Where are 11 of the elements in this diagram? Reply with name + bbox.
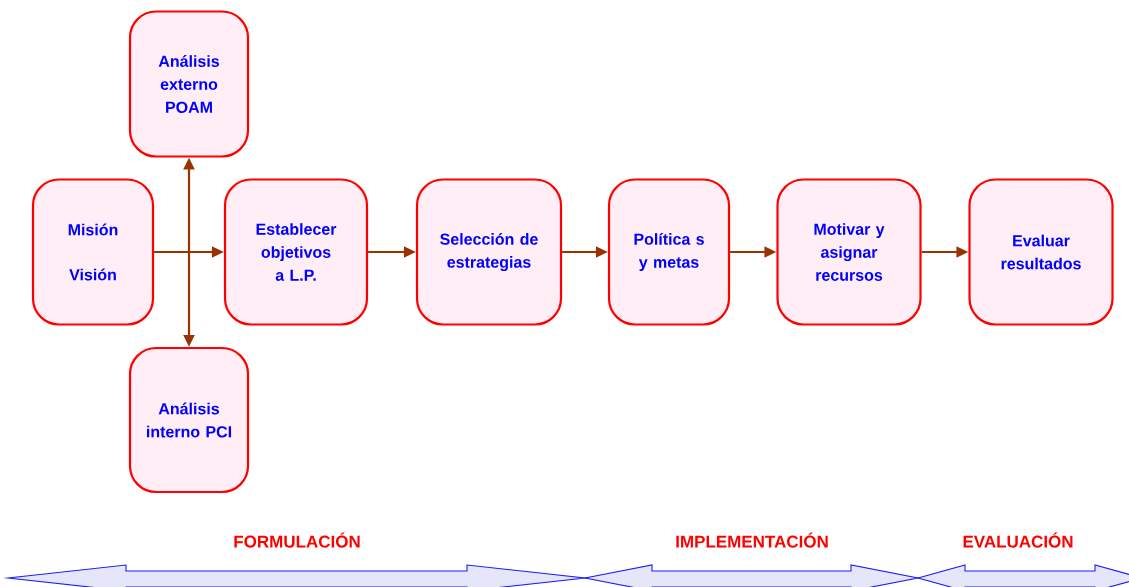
- phase-label: FORMULACIÓN: [234, 532, 360, 548]
- process-box: Evaluar resultados: [968, 178, 1114, 326]
- process-box: Establecer objetivos a L.P.: [223, 178, 369, 326]
- phase-label: IMPLEMENTACIÓN: [676, 532, 828, 548]
- process-box: Misión Visión: [31, 178, 155, 326]
- process-box: Análisis interno PCI: [128, 346, 250, 494]
- process-box: Selección de estrategias: [415, 178, 563, 326]
- process-box: Motivar y asignar recursos: [776, 178, 922, 326]
- phase-label: EVALUACIÓN: [963, 532, 1073, 548]
- process-box: Política s y metas: [607, 178, 731, 326]
- process-box: Análisis externo POAM: [128, 10, 250, 158]
